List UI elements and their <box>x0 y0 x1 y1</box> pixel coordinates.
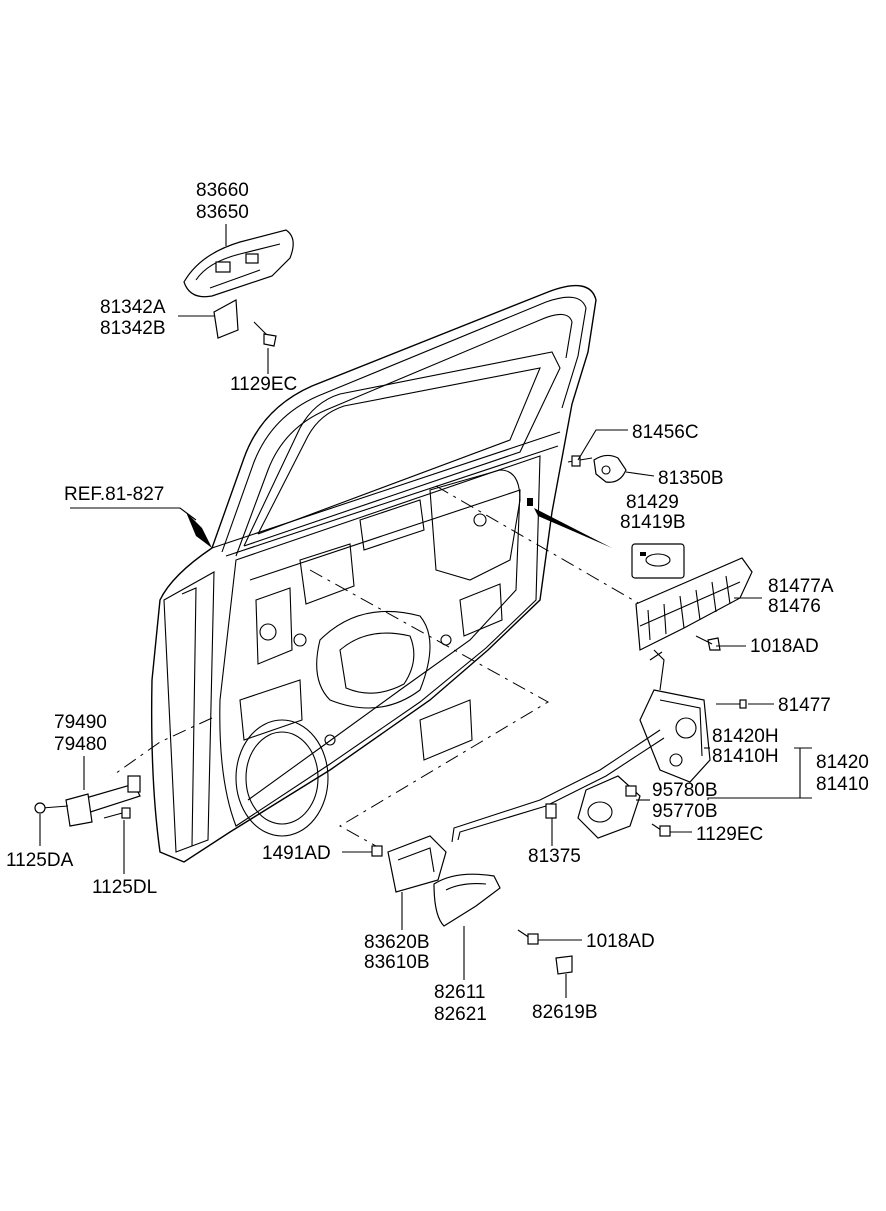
door-latch <box>639 649 747 783</box>
label-1491AD: 1491AD <box>262 843 331 864</box>
label-81375: 81375 <box>528 846 581 867</box>
label-81410H: 81410H <box>712 746 779 767</box>
label-95780B: 95780B <box>652 780 718 801</box>
pointer-wedge <box>534 508 612 548</box>
label-82619B: 82619B <box>532 1002 598 1023</box>
label-1129EC-top: 1129EC <box>230 374 297 395</box>
label-81456C: 81456C <box>632 422 699 443</box>
label-1125DA: 1125DA <box>6 850 74 871</box>
label-82611: 82611 <box>434 982 485 1003</box>
label-81350B: 81350B <box>658 468 724 489</box>
label-81410: 81410 <box>816 774 869 795</box>
label-81342A: 81342A <box>100 297 166 318</box>
label-79490: 79490 <box>54 712 107 733</box>
label-81420: 81420 <box>816 752 869 773</box>
door-check <box>34 775 141 827</box>
label-95770B: 95770B <box>652 801 718 822</box>
label-82621: 82621 <box>434 1004 487 1025</box>
label-1125DL: 1125DL <box>92 877 157 898</box>
label-83660: 83660 <box>196 180 249 201</box>
label-81477: 81477 <box>778 695 831 716</box>
striker <box>567 454 627 483</box>
inside-handle <box>371 835 573 975</box>
leader-lines <box>39 224 812 998</box>
label-83620B: 83620B <box>364 932 430 953</box>
label-81476: 81476 <box>768 596 821 617</box>
lock-label-plate <box>631 543 685 579</box>
label-1018AD-right: 1018AD <box>750 636 819 657</box>
rear-door-panel <box>150 284 612 863</box>
guide-lines <box>111 485 641 847</box>
label-83610B: 83610B <box>364 952 430 973</box>
label-1129EC-low: 1129EC <box>696 824 763 845</box>
label-81429: 81429 <box>626 492 679 513</box>
label-81419B: 81419B <box>620 512 686 533</box>
door-lock-actuator <box>577 775 671 839</box>
outside-handle <box>183 229 294 347</box>
ref-arrow <box>186 512 212 548</box>
label-79480: 79480 <box>54 734 107 755</box>
label-81420H: 81420H <box>712 726 779 747</box>
label-83650: 83650 <box>196 202 249 223</box>
label-81342B: 81342B <box>100 318 166 339</box>
label-1018AD-low: 1018AD <box>586 931 655 952</box>
lock-rod <box>451 729 665 843</box>
part-labels: 83660 83650 81342A 81342B 1129EC 81456C … <box>6 180 869 1025</box>
label-ref-81-827: REF.81-827 <box>64 484 164 505</box>
label-81477A: 81477A <box>768 576 834 597</box>
